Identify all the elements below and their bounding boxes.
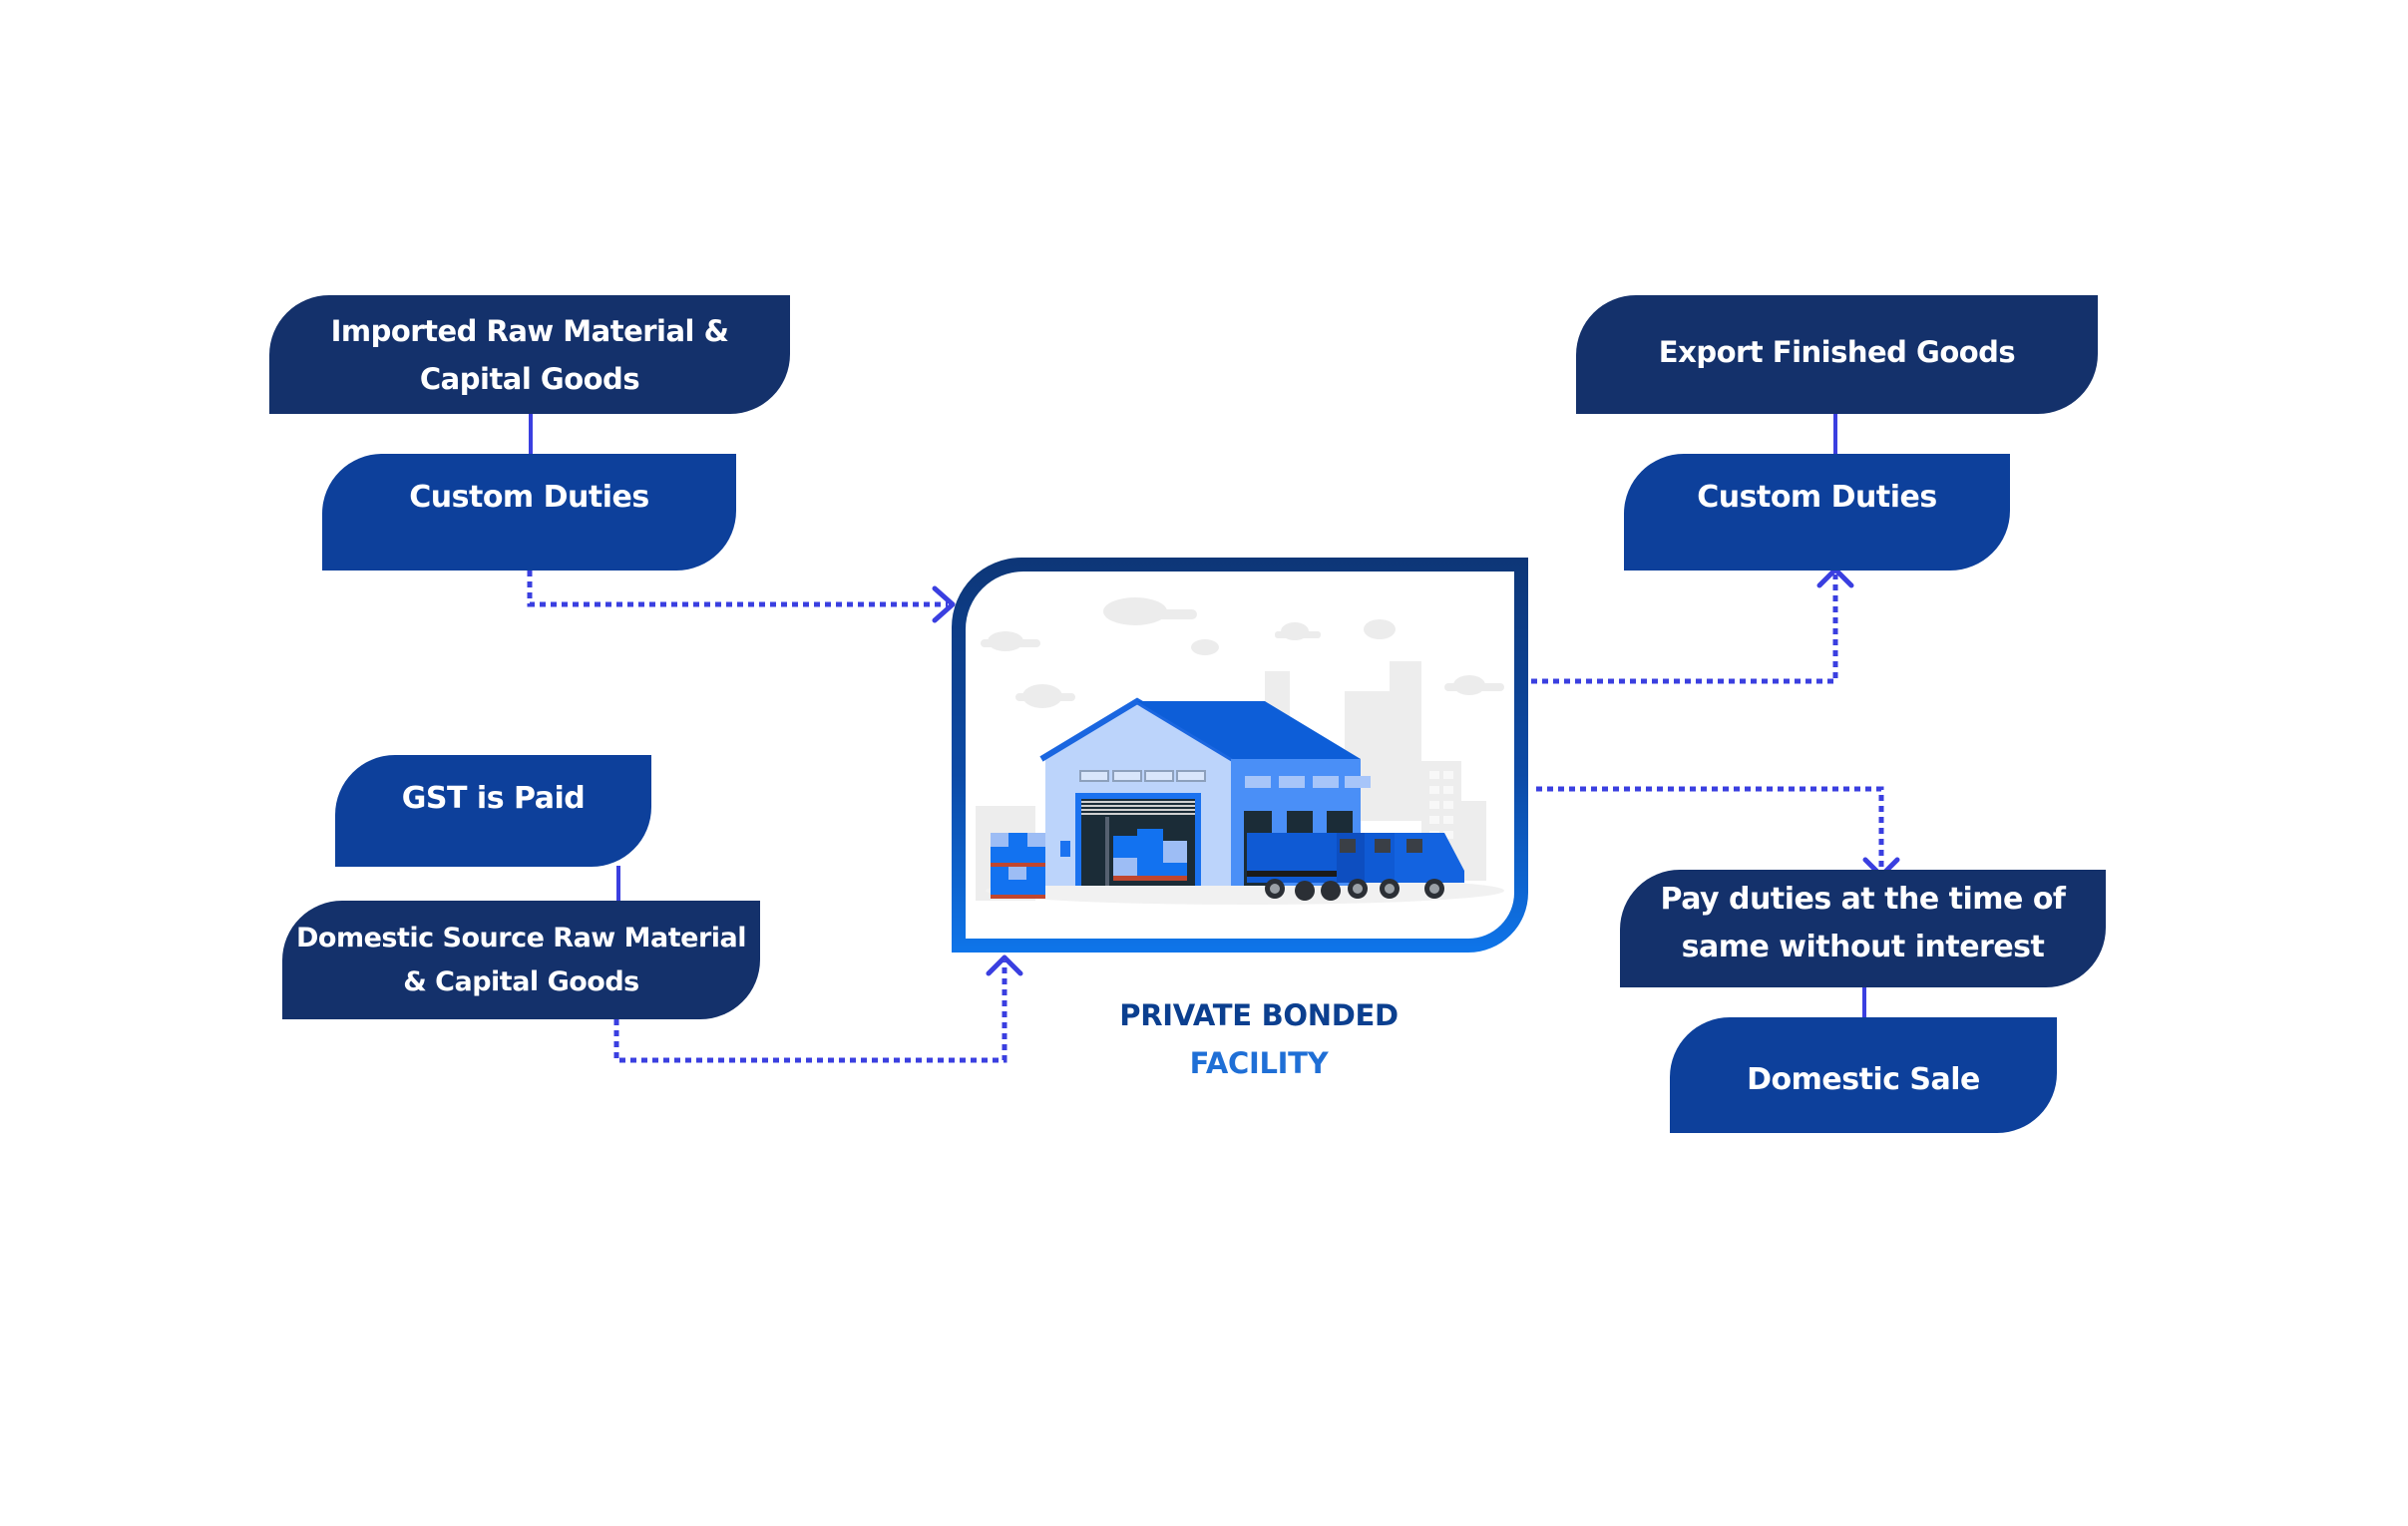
node-text-line: Imported Raw Material & [330, 313, 729, 348]
node-domestic-sale: Domestic Sale [1670, 1017, 2057, 1133]
arrowhead-right-icon [932, 585, 956, 623]
clouds-icon [981, 597, 1504, 708]
facility-label-line2: FACILITY [1189, 1046, 1329, 1080]
node-text-line: Custom Duties [409, 479, 649, 515]
cargo-boxes-icon [1113, 829, 1187, 881]
node-text-line: Capital Goods [419, 361, 640, 396]
connector-imported-to-custom [529, 413, 533, 455]
node-text-line: same without interest [1681, 930, 2045, 964]
node-export-finished-goods: Export Finished Goods [1576, 295, 2098, 414]
node-custom-duties-input: Custom Duties [322, 454, 736, 571]
connector-gst-to-domestic [616, 866, 620, 902]
connector-export-to-custom [1833, 413, 1837, 455]
node-text-line: Domestic Sale [1747, 1062, 1980, 1097]
connector-pay-to-sale [1862, 977, 1866, 1018]
node-custom-duties-output: Custom Duties [1624, 454, 2010, 571]
dotted-facility-to-custom-out [1520, 574, 1838, 684]
node-text-line: & Capital Goods [403, 965, 639, 997]
node-gst-paid: GST is Paid [335, 755, 651, 867]
node-text-line: GST is Paid [401, 781, 586, 816]
arrowhead-up-icon [986, 954, 1023, 976]
node-text-line: Export Finished Goods [1658, 334, 2016, 369]
dotted-custom-to-facility [527, 571, 948, 607]
facility-frame [952, 558, 1528, 953]
node-text-line: Pay duties at the time of [1660, 882, 2066, 917]
node-imported-raw-material: Imported Raw Material & Capital Goods [269, 295, 790, 414]
node-domestic-source: Domestic Source Raw Material & Capital G… [282, 901, 760, 1019]
node-pay-duties: Pay duties at the time of same without i… [1620, 870, 2106, 987]
facility-illustration [966, 572, 1514, 939]
facility-label-line1: PRIVATE BONDED [1119, 998, 1399, 1032]
dotted-facility-to-pay [1536, 786, 1884, 872]
delivery-van-icon [1247, 833, 1464, 901]
facility-label: PRIVATE BONDED FACILITY [1059, 991, 1458, 1087]
node-text-line: Custom Duties [1697, 479, 1937, 515]
warehouse-illustration [976, 597, 1504, 905]
node-text-line: Domestic Source Raw Material [296, 922, 747, 954]
pallet-stack-icon [991, 833, 1045, 899]
arrowhead-up-icon [1816, 567, 1854, 588]
